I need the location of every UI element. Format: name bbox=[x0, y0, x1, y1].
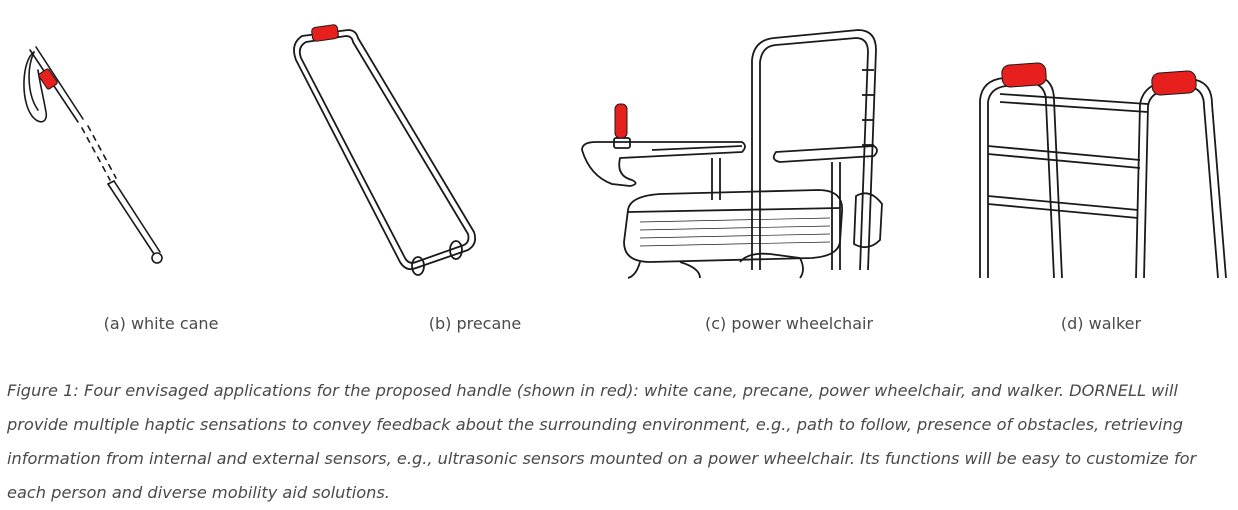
white-cane-panel: (a) white cane bbox=[0, 0, 320, 333]
walker-left-handle bbox=[1001, 62, 1047, 88]
white-cane-illustration bbox=[23, 46, 163, 264]
figure-caption: Figure 1: Four envisaged applications fo… bbox=[7, 374, 1229, 510]
walker-panel: (d) walker bbox=[979, 62, 1227, 333]
figure-caption-prefix: Figure 1: bbox=[7, 381, 79, 400]
precane-panel: (b) precane bbox=[0, 0, 620, 333]
walker-illustration bbox=[979, 62, 1227, 279]
precane-handle bbox=[311, 24, 339, 42]
power-wheelchair-panel: (c) power wheelchair bbox=[0, 0, 920, 333]
precane-illustration bbox=[293, 24, 477, 276]
power-wheelchair-illustration bbox=[581, 29, 883, 279]
figure-caption-text: Four envisaged applications for the prop… bbox=[7, 381, 1197, 502]
wheelchair-joystick-handle bbox=[614, 103, 628, 139]
walker-right-handle bbox=[1151, 70, 1197, 96]
subfigure-c-label: (c) power wheelchair bbox=[704, 314, 874, 333]
subfigure-b-label: (b) precane bbox=[428, 314, 522, 333]
subfigure-a-label: (a) white cane bbox=[103, 314, 219, 333]
subfigure-d-label: (d) walker bbox=[1060, 314, 1142, 333]
cane-handle bbox=[38, 68, 58, 90]
